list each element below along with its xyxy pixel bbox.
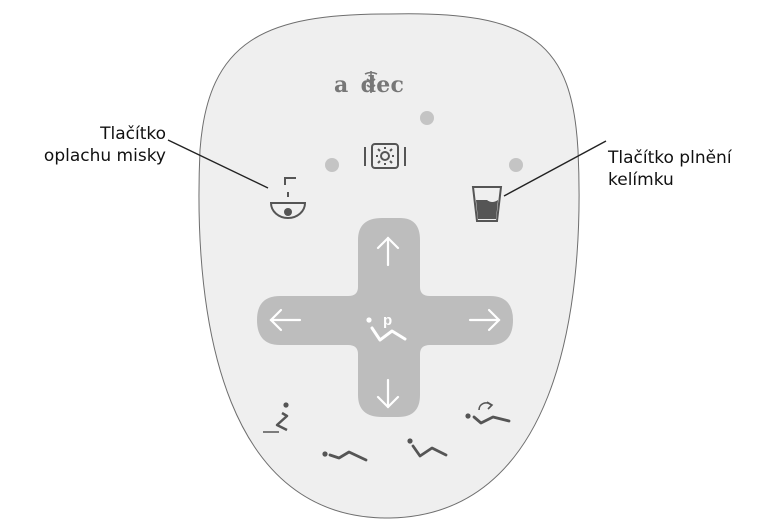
arrow-right-icon[interactable]: [468, 308, 501, 332]
light-toggle-icon[interactable]: [364, 143, 406, 169]
program-chair-icon[interactable]: p: [366, 312, 407, 342]
callout-left-line2: oplachu misky: [43, 146, 166, 166]
brand-suffix: dec: [360, 72, 405, 98]
callout-cup-fill: Tlačítko plnění kelímku: [608, 147, 766, 191]
leader-line-left: [167, 139, 269, 189]
leader-line-right: [503, 140, 607, 197]
callout-bowl-rinse: Tlačítko oplachu misky: [0, 123, 166, 167]
status-led-top: [420, 111, 434, 125]
adec-logo-icon: [364, 71, 378, 93]
arrow-down-icon[interactable]: [376, 378, 400, 409]
arrow-left-icon[interactable]: [269, 308, 302, 332]
last-position-icon[interactable]: [465, 401, 511, 425]
bowl-rinse-icon[interactable]: [269, 177, 307, 219]
direction-pad: [257, 218, 513, 417]
brand-prefix: a: [334, 72, 349, 98]
entry-exit-icon[interactable]: [263, 402, 289, 433]
callout-right-line2: kelímku: [608, 170, 674, 190]
status-led-right: [509, 158, 523, 172]
callout-right-line1: Tlačítko plnění: [608, 148, 732, 168]
callout-left-line1: Tlačítko: [100, 124, 166, 144]
status-led-left: [325, 158, 339, 172]
arrow-up-icon[interactable]: [376, 236, 400, 267]
chair-preset-1-icon[interactable]: [322, 450, 368, 462]
chair-preset-2-icon[interactable]: [407, 438, 448, 458]
svg-text:p: p: [383, 312, 392, 329]
cup-fill-icon[interactable]: [471, 186, 503, 222]
